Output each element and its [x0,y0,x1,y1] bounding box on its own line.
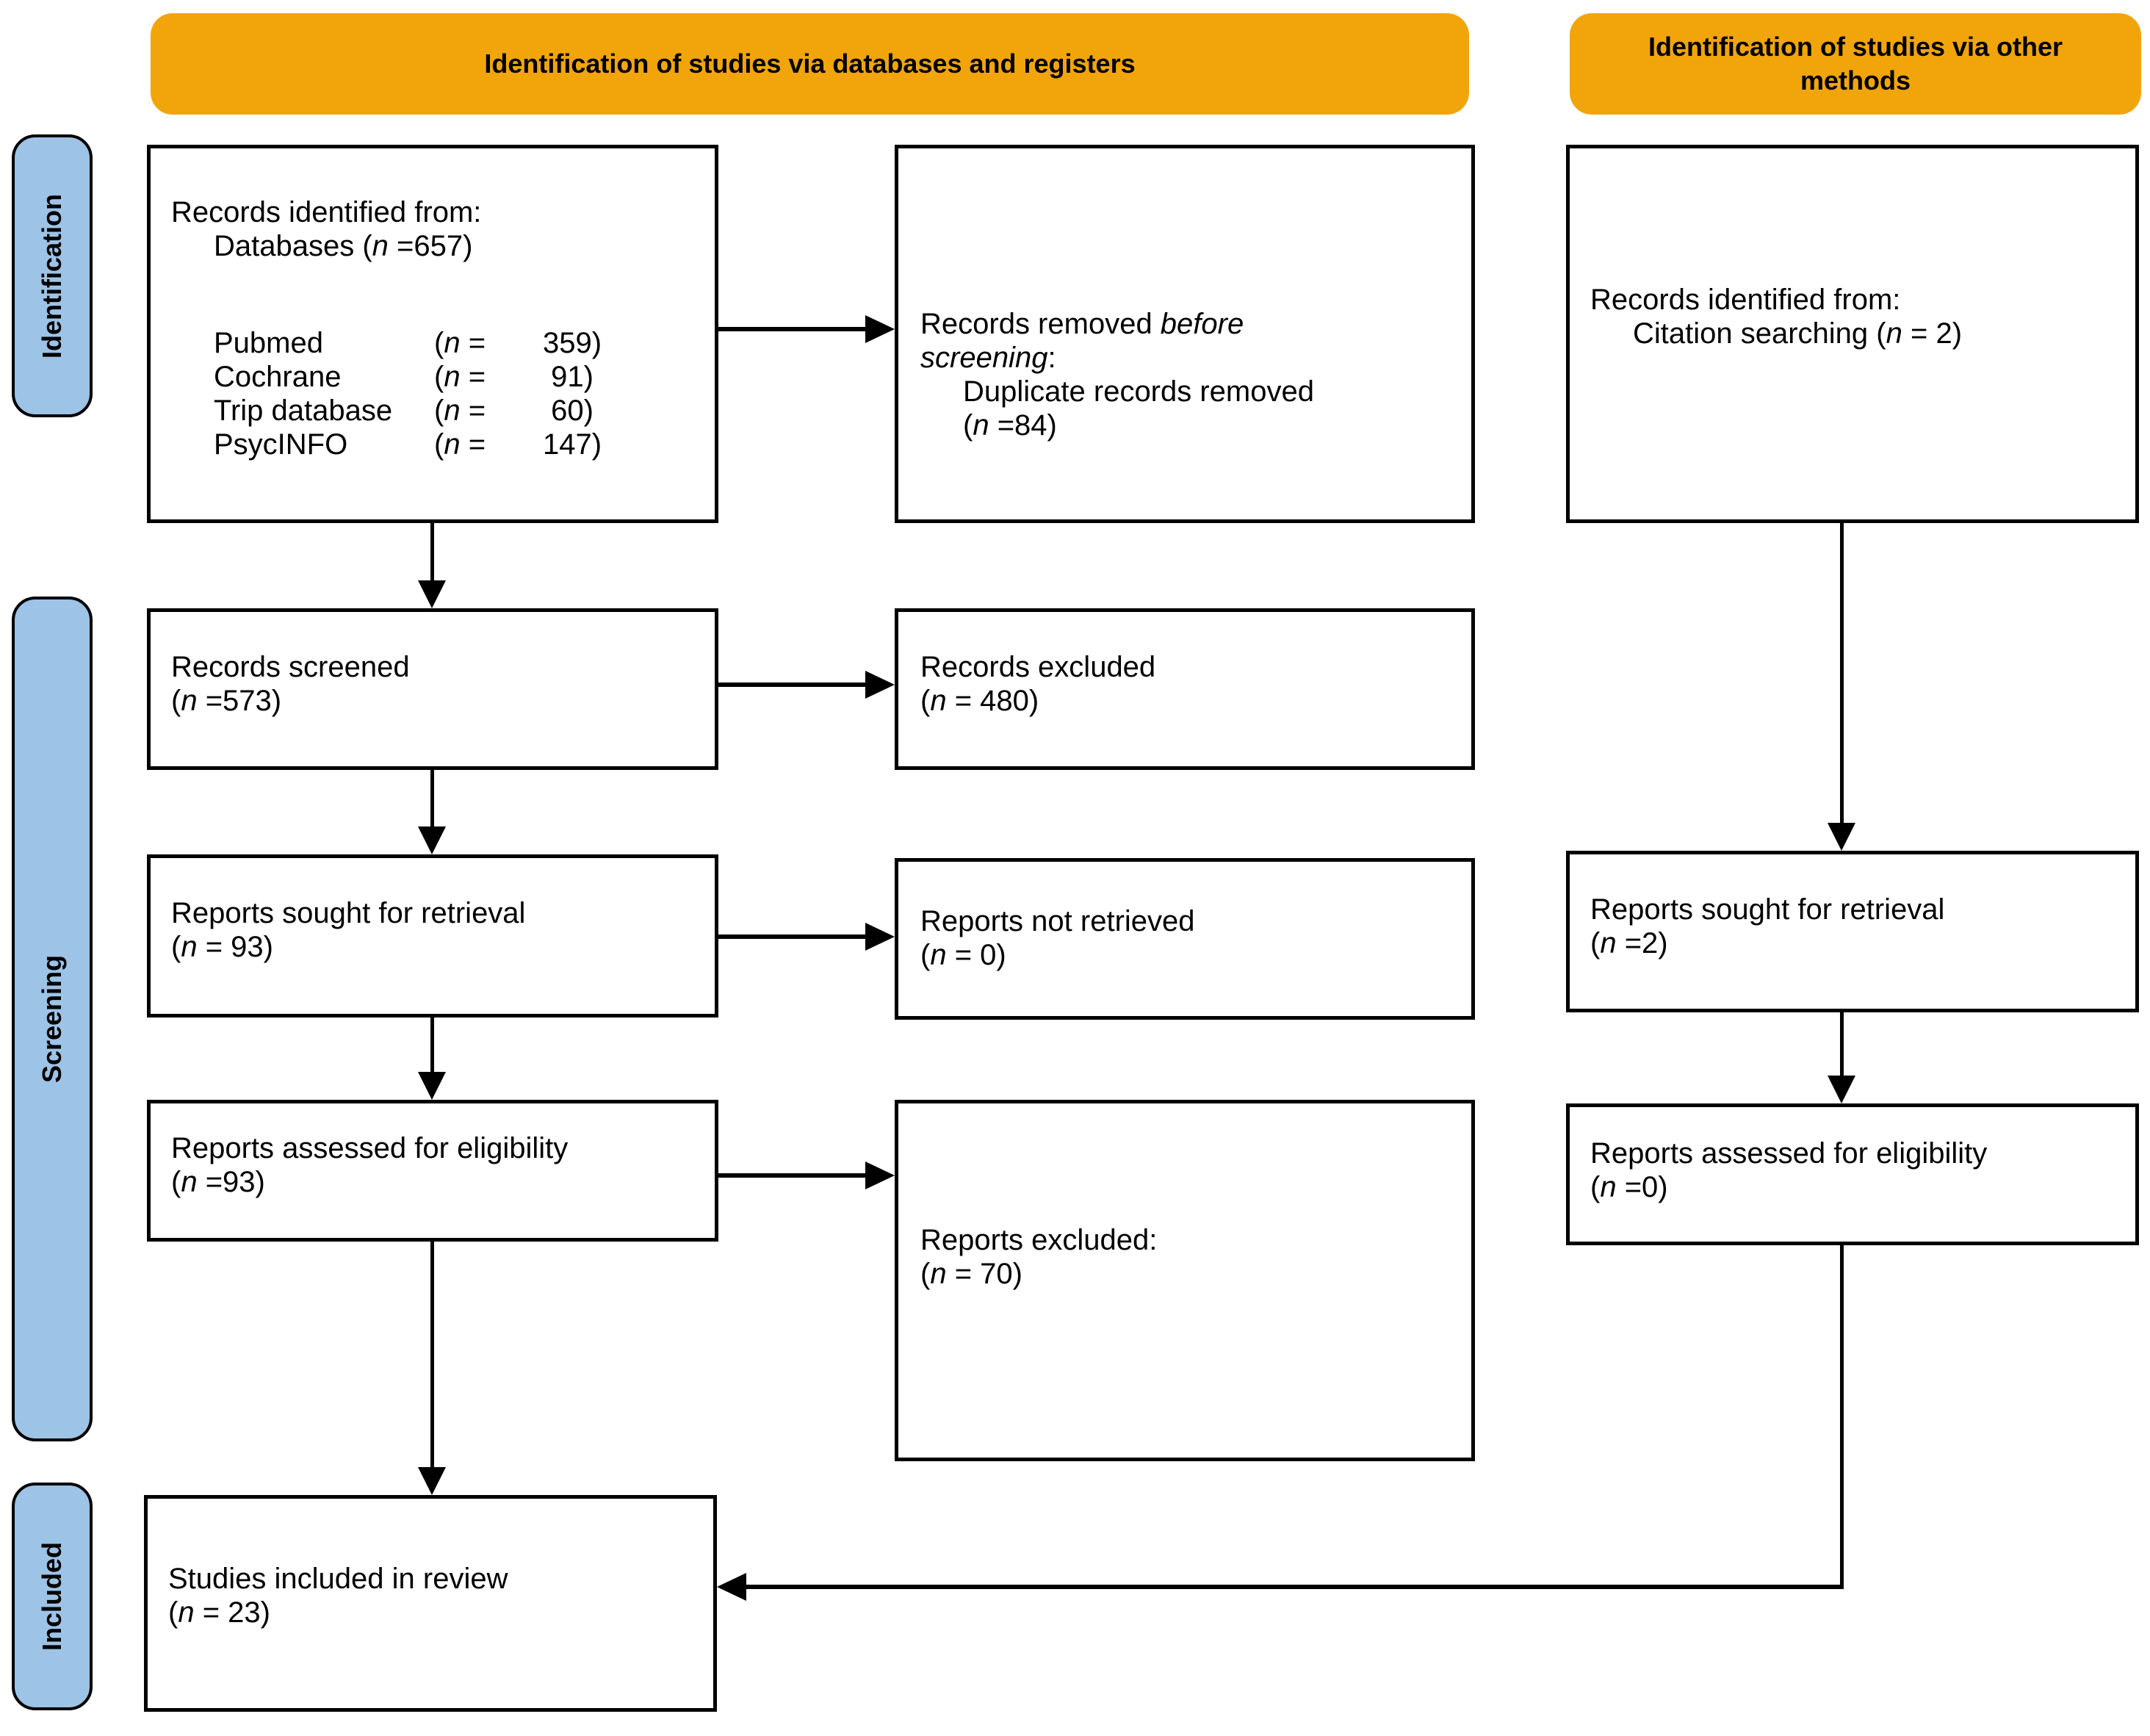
records-removed-count: (n =84) [963,409,1057,442]
reports-assessed-db-label: Reports assessed for eligibility [171,1132,569,1164]
source-row-psycinfo: PsycINFO (n = 147) [214,428,602,461]
stage-included: Included [12,1483,93,1710]
box-records-identified: Records identified from: Databases (n =6… [147,145,718,523]
box-records-screened: Records screened (n =573) [147,608,718,770]
box-records-excluded: Records excluded (n = 480) [895,608,1475,770]
arrow-screened-to-sought-line [430,770,434,828]
reports-not-retrieved-label: Reports not retrieved [920,905,1195,937]
records-excluded-label: Records excluded [920,651,1156,683]
reports-not-retrieved-count: (n = 0) [920,939,1006,971]
header-databases-registers-label: Identification of studies via databases … [484,48,1136,79]
stage-screening-label: Screening [37,954,67,1084]
box-reports-not-retrieved: Reports not retrieved (n = 0) [895,858,1475,1020]
stage-included-label: Included [37,1541,68,1652]
box-reports-sought-other: Reports sought for retrieval (n =2) [1566,851,2139,1012]
reports-sought-db-label: Reports sought for retrieval [171,897,526,929]
records-identified-line2: Databases (n =657) [214,230,473,262]
studies-included-count: (n = 23) [168,1596,270,1629]
arrow-sought-to-notretrieved-line [718,934,867,939]
records-screened-label: Records screened [171,651,410,683]
reports-assessed-db-count: (n =93) [171,1166,265,1198]
box-citation-identified: Records identified from: Citation search… [1566,145,2139,523]
reports-assessed-other-count: (n =0) [1590,1171,1668,1203]
header-other-methods-label: Identification of studies via other meth… [1648,32,2063,96]
citation-identified-line2: Citation searching (n = 2) [1633,317,1963,350]
arrow-assessed-to-included-head [418,1467,446,1495]
records-screened-count: (n =573) [171,685,282,717]
arrow-sought-to-notretrieved-head [865,923,895,951]
arrow-assessed-to-reportsexcluded-head [865,1161,895,1189]
records-removed-line1: Records removed before screening: [920,308,1244,374]
records-removed-line2: Duplicate records removed [963,375,1314,408]
arrow-sought-other-to-assessed-line [1840,1012,1844,1077]
arrow-screened-to-excluded-head [865,671,895,699]
arrow-sought-other-to-assessed-head [1828,1076,1855,1103]
arrow-assessed-to-reportsexcluded-line [718,1173,867,1178]
box-reports-assessed-other: Reports assessed for eligibility (n =0) [1566,1103,2139,1245]
reports-sought-other-label: Reports sought for retrieval [1590,893,1945,926]
arrow-citation-to-sought-head [1828,823,1855,851]
studies-included-label: Studies included in review [168,1563,508,1595]
box-reports-excluded: Reports excluded: (n = 70) [895,1100,1475,1461]
arrow-sought-to-assessed-line [430,1018,434,1073]
elbow-assessed-other-horizontal [745,1585,1844,1589]
source-row-trip-database: Trip database (n = 60) [214,395,594,427]
arrow-identified-to-screened-head [418,580,446,608]
elbow-assessed-other-head [717,1573,746,1601]
reports-sought-db-count: (n = 93) [171,931,273,963]
reports-sought-other-count: (n =2) [1590,927,1668,959]
arrow-identified-to-removed-line [718,327,867,331]
arrow-screened-to-excluded-line [718,682,867,687]
records-excluded-count: (n = 480) [920,685,1039,717]
records-identified-line1: Records identified from: [171,196,482,228]
arrow-sought-to-assessed-head [418,1072,446,1100]
box-records-removed: Records removed before screening: Duplic… [895,145,1475,523]
box-reports-sought-databases: Reports sought for retrieval (n = 93) [147,854,718,1018]
stage-identification: Identification [12,134,93,417]
stage-identification-label: Identification [37,193,67,359]
stage-screening: Screening [12,597,93,1441]
box-reports-assessed-databases: Reports assessed for eligibility (n =93) [147,1100,718,1242]
arrow-identified-to-removed-head [865,315,895,343]
reports-assessed-other-label: Reports assessed for eligibility [1590,1137,1988,1170]
arrow-assessed-to-included-line [430,1242,434,1469]
header-other-methods: Identification of studies via other meth… [1570,13,2141,115]
citation-identified-line1: Records identified from: [1590,284,1901,316]
reports-excluded-label: Reports excluded: [920,1224,1158,1256]
box-studies-included: Studies included in review (n = 23) [144,1495,717,1712]
arrow-screened-to-sought-head [418,826,446,854]
arrow-citation-to-sought-line [1840,523,1844,824]
arrow-identified-to-screened-line [430,523,434,582]
source-row-cochrane: Cochrane (n = 91) [214,361,594,393]
source-row-pubmed: Pubmed (n = 359) [214,327,602,359]
elbow-assessed-other-vertical [1840,1245,1844,1589]
header-databases-registers: Identification of studies via databases … [151,13,1469,115]
reports-excluded-count: (n = 70) [920,1258,1022,1290]
